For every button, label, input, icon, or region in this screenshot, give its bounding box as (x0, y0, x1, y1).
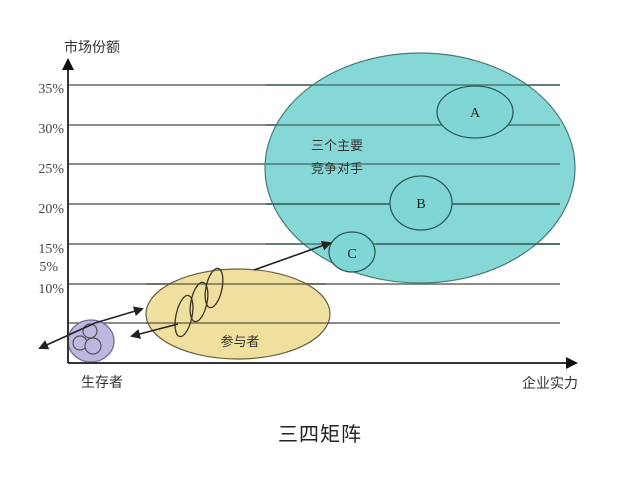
x-axis-label: 企业实力 (522, 375, 578, 392)
competitors-label-line1: 三个主要 (311, 139, 363, 154)
svg-text:30%: 30% (38, 122, 64, 137)
svg-text:10%: 10% (38, 282, 64, 297)
y-axis-arrow-icon (62, 58, 74, 70)
participant-rings (174, 267, 224, 338)
svg-text:5%: 5% (39, 260, 58, 275)
survivors-label: 生存者 (81, 375, 123, 391)
competitor-a-label: A (470, 106, 481, 121)
x-axis-arrow-icon (566, 357, 578, 369)
participants-ellipse (145, 268, 331, 360)
y-tick-labels: 35% 30% 25% 20% 15% 5% 10% (38, 82, 64, 297)
competitor-c-circle (328, 231, 376, 273)
figure-caption: 三四矩阵 (278, 422, 362, 446)
competitor-c-label: C (347, 247, 356, 262)
y-axis-label: 市场份额 (64, 39, 120, 56)
competitor-a-circle (436, 85, 514, 139)
svg-text:35%: 35% (38, 82, 64, 97)
axes (67, 68, 568, 364)
svg-text:15%: 15% (38, 242, 64, 257)
svg-text:25%: 25% (38, 162, 64, 177)
svg-text:20%: 20% (38, 202, 64, 217)
competitor-b-circle (389, 175, 453, 231)
competitor-b-label: B (416, 197, 425, 212)
competitors-label-line2: 竞争对手 (311, 161, 363, 177)
participants-label: 参与者 (220, 334, 259, 350)
